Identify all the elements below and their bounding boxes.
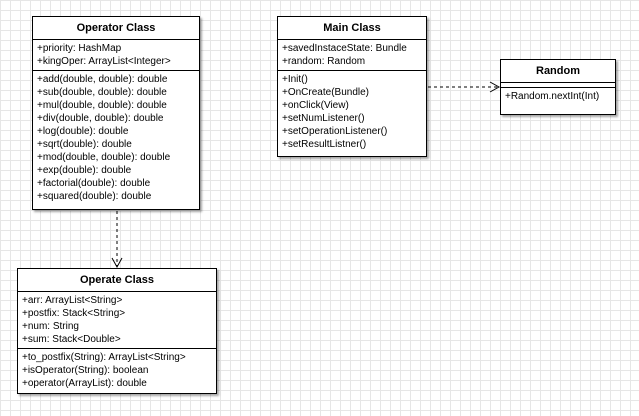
operator-method-div: +div(double, double): double [37,113,164,124]
operator-method-sqrt: +sqrt(double): double [37,139,132,150]
main-class-attributes: +savedInstaceState: Bundle +random: Rand… [278,40,426,71]
main-method-init: +Init() [282,74,308,85]
main-class-box[interactable]: Main Class +savedInstaceState: Bundle +r… [277,16,427,157]
operator-class-methods: +add(double, double): double +sub(double… [33,71,199,205]
main-attr-random: +random: Random [282,56,366,67]
main-method-setnumlistener: +setNumListener() [282,113,365,124]
operator-method-factorial: +factorial(double): double [37,178,151,189]
operate-attr-arr: +arr: ArrayList<String> [22,295,123,306]
operator-method-mod: +mod(double, double): double [37,152,171,163]
main-to-random-dependency[interactable] [428,81,501,93]
operator-to-operate-dependency[interactable] [111,211,123,269]
operate-class-box[interactable]: Operate Class +arr: ArrayList<String> +p… [17,268,217,394]
operate-method-isoperator: +isOperator(String): boolean [22,365,149,376]
operate-method-operator: +operator(ArrayList): double [22,378,147,389]
operator-method-exp: +exp(double): double [37,165,132,176]
operator-attr-kingoper: +kingOper: ArrayList<Integer> [37,56,171,67]
operate-attr-sum: +sum: Stack<Double> [22,334,121,345]
operator-method-mul: +mul(double, double): double [37,100,167,111]
operator-method-log: +log(double): double [37,126,129,137]
main-method-oncreate: +OnCreate(Bundle) [282,87,369,98]
operate-attr-postfix: +postfix: Stack<String> [22,308,126,319]
main-class-methods: +Init() +OnCreate(Bundle) +onClick(View)… [278,71,426,153]
random-class-attributes [501,83,615,88]
operator-class-title: Operator Class [33,17,199,40]
operate-class-title: Operate Class [18,269,216,292]
main-method-setoperationlistener: +setOperationListener() [282,126,388,137]
main-method-onclick: +onClick(View) [282,100,349,111]
random-class-methods: +Random.nextInt(Int) [501,88,615,105]
operate-attr-num: +num: String [22,321,79,332]
main-class-title: Main Class [278,17,426,40]
random-method-nextint: +Random.nextInt(Int) [505,91,600,102]
main-to-random-arrowhead-icon [489,81,501,93]
random-class-box[interactable]: Random +Random.nextInt(Int) [500,59,616,115]
main-method-setresultlistner: +setResultListner() [282,139,367,150]
operator-method-add: +add(double, double): double [37,74,168,85]
operator-class-box[interactable]: Operator Class +priority: HashMap +kingO… [32,16,200,210]
operator-to-operate-arrowhead-icon [111,257,123,269]
operate-class-attributes: +arr: ArrayList<String> +postfix: Stack<… [18,292,216,349]
operator-class-attributes: +priority: HashMap +kingOper: ArrayList<… [33,40,199,71]
operator-method-sub: +sub(double, double): double [37,87,167,98]
random-class-title: Random [501,60,615,83]
operator-method-squared: +squared(double): double [37,191,152,202]
operate-class-methods: +to_postfix(String): ArrayList<String> +… [18,349,216,392]
operator-attr-priority: +priority: HashMap [37,43,122,54]
operate-method-topostfix: +to_postfix(String): ArrayList<String> [22,352,186,363]
main-attr-savedinstancestate: +savedInstaceState: Bundle [282,43,407,54]
